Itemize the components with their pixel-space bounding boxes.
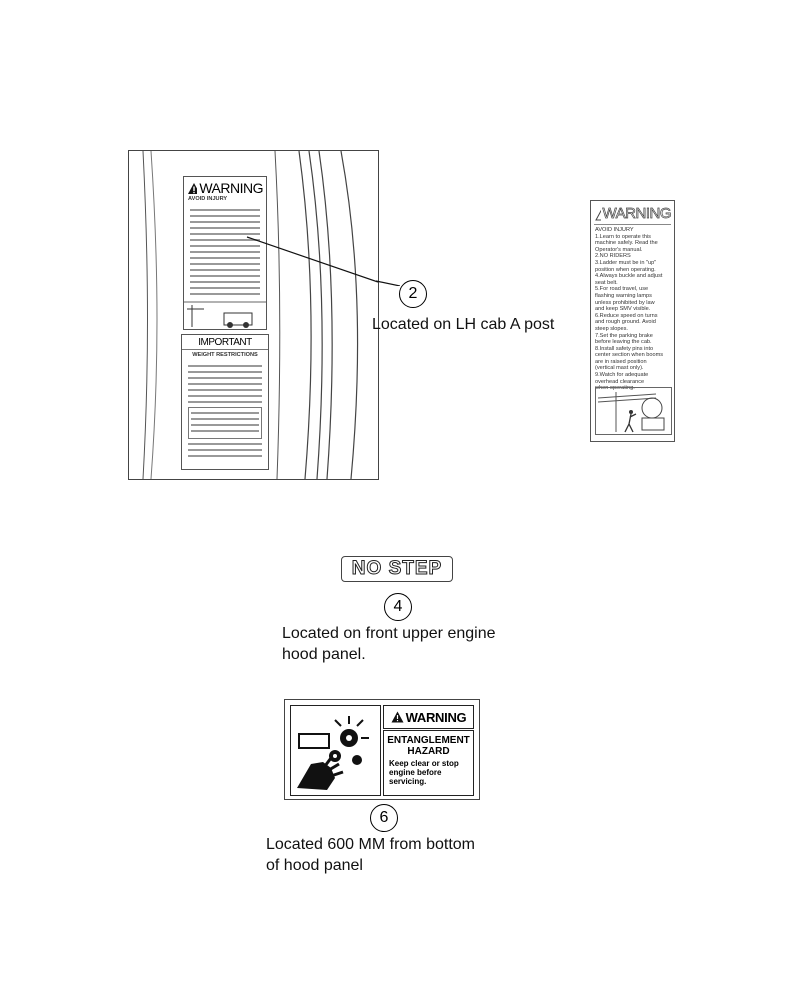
- post-warning-decal: WARNING AVOID INJURY: [183, 176, 267, 330]
- entangle-warning-header: WARNING: [383, 705, 474, 729]
- overhead-clearance-pictogram: [595, 387, 672, 435]
- warning-decal-item: when operating.: [595, 385, 635, 392]
- callout-6-caption: Located 600 MM from bottom of hood panel: [266, 834, 475, 876]
- warning-decal-item: 9.Watch for adequate: [595, 372, 649, 379]
- post-important-title: IMPORTANT: [198, 337, 252, 348]
- post-important-table: [188, 407, 262, 439]
- entanglement-pictogram-frame: [290, 705, 381, 796]
- callout-6-caption-line: Located 600 MM from bottom: [266, 836, 475, 853]
- warning-decal-header: WARNING: [591, 201, 674, 224]
- warning-decal-item: flashing warning lamps: [595, 292, 652, 299]
- warning-decal-item: and keep SMV visible.: [595, 306, 651, 313]
- warning-decal-items: AVOID INJURY 1.Learn to operate this mac…: [591, 225, 674, 392]
- callout-4-caption-line: Located on front upper engine: [282, 625, 496, 642]
- warning-decal-item: are in raised position: [595, 358, 647, 365]
- warning-decal-item: overhead clearance: [595, 378, 645, 385]
- entangle-body-line: Keep clear or stop: [389, 759, 459, 768]
- warning-decal-item: seat belt.: [595, 279, 618, 286]
- warning-decal-detail: WARNING AVOID INJURY 1.Learn to operate …: [590, 200, 675, 442]
- entanglement-hazard-decal: WARNING ENTANGLEMENT HAZARD Keep clear o…: [284, 699, 480, 800]
- warning-triangle-icon: [188, 182, 198, 194]
- a-post-lines: [142, 151, 359, 479]
- callout-6-caption-line: of hood panel: [266, 857, 363, 874]
- warning-decal-item: 1.Learn to operate this: [595, 233, 651, 240]
- post-important-subtitle: WEIGHT RESTRICTIONS: [192, 352, 258, 358]
- warning-decal-item: 8.Install safety pins into: [595, 345, 654, 352]
- warning-decal-item: Operator's manual.: [595, 246, 643, 253]
- cab-a-post-illustration: WARNING AVOID INJURY IMPORTANT WEIGHT RE…: [128, 150, 379, 480]
- warning-decal-item: (vertical mast only).: [595, 365, 644, 372]
- warning-triangle-icon: [391, 711, 404, 723]
- post-warning-pictogram: [184, 301, 266, 328]
- warning-triangle-outline-icon: [595, 210, 601, 220]
- callout-4-caption: Located on front upper engine hood panel…: [282, 623, 496, 665]
- warning-decal-item: AVOID INJURY: [595, 227, 634, 233]
- warning-decal-item: unless prohibited by law: [595, 299, 655, 306]
- warning-decal-item: 7.Set the parking brake: [595, 332, 653, 339]
- warning-decal-item: 4.Always buckle and adjust: [595, 273, 663, 280]
- warning-decal-item: position when operating.: [595, 266, 656, 273]
- entangle-body-line: servicing.: [389, 777, 427, 786]
- callout-2-leader-line: [246, 236, 378, 283]
- entangle-warning-title: WARNING: [405, 709, 467, 725]
- post-important-text-block: [182, 363, 268, 463]
- entanglement-hand-icon: [297, 716, 369, 790]
- callout-2-leader-extension: [376, 280, 400, 286]
- callout-2: 2: [399, 280, 427, 308]
- warning-decal-item: 2.NO RIDERS: [595, 253, 631, 260]
- no-step-decal: NO STEP: [341, 556, 453, 582]
- entangle-body-line: engine before: [389, 768, 442, 777]
- no-step-label: NO STEP: [351, 558, 443, 580]
- callout-4-caption-line: hood panel.: [282, 646, 366, 663]
- callout-4: 4: [384, 593, 412, 621]
- warning-decal-item: 5.For road travel, use: [595, 286, 649, 293]
- post-warning-subtitle: AVOID INJURY: [188, 196, 228, 202]
- entangle-heading-2: HAZARD: [407, 746, 450, 757]
- warning-decal-item: and rough ground. Avoid: [595, 319, 656, 326]
- warning-decal-item: 6.Reduce speed on turns: [595, 312, 658, 319]
- post-warning-text-block: [184, 207, 266, 301]
- entangle-heading-1: ENTANGLEMENT: [387, 735, 470, 746]
- warning-decal-item: center section when booms: [595, 352, 664, 359]
- callout-2-caption: Located on LH cab A post: [372, 316, 555, 333]
- post-important-decal: IMPORTANT WEIGHT RESTRICTIONS: [181, 334, 269, 470]
- post-warning-header: WARNING: [184, 177, 266, 196]
- entangle-message-panel: ENTANGLEMENT HAZARD Keep clear or stop e…: [383, 730, 474, 796]
- post-warning-title: WARNING: [199, 180, 263, 196]
- callout-6: 6: [370, 804, 398, 832]
- warning-decal-item: before leaving the cab.: [595, 339, 652, 346]
- warning-decal-title: WARNING: [602, 205, 672, 223]
- warning-decal-item: 3.Ladder must be in "up": [595, 259, 657, 266]
- warning-decal-item: machine safely. Read the: [595, 240, 658, 247]
- warning-decal-item: steep slopes.: [595, 325, 628, 332]
